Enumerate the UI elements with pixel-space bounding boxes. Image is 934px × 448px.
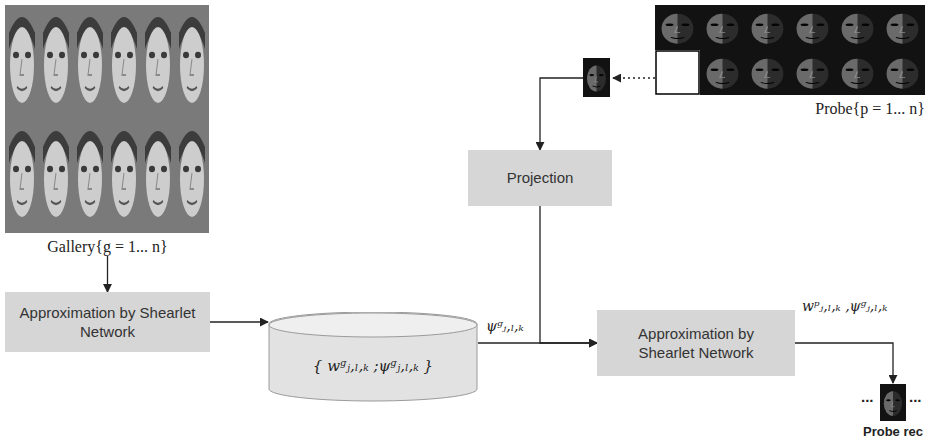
- connector-line: [613, 77, 655, 78]
- database-label: { wᵍⱼ,ₗ,ₖ ;ψᵍⱼ,ₗ,ₖ }: [313, 357, 433, 375]
- gallery-faces: [5, 5, 209, 233]
- connector-line: [107, 256, 108, 292]
- process-box: Approximation by Shearlet Network: [597, 310, 795, 376]
- selected-probe-face: [583, 58, 610, 97]
- flow-arrow: [795, 343, 893, 383]
- image-label: Gallery{g = 1... n}: [5, 238, 210, 256]
- box-label: Projection: [507, 168, 574, 188]
- probe-faces: [655, 5, 925, 95]
- image-label: Probe rec: [858, 424, 928, 439]
- process-box: Projection: [468, 150, 612, 206]
- probe-image: Probe{p = 1... n}: [655, 5, 925, 118]
- ellipsis-mark: ...: [909, 388, 922, 405]
- box-label: Approximation by Shearlet Network: [17, 303, 198, 342]
- flow-arrow: [540, 206, 597, 343]
- coefficient-label: ψᵍⱼ,ₗ,ₖ: [484, 318, 526, 334]
- connector-line: [540, 206, 597, 343]
- gallery-image: Gallery{g = 1... n}: [5, 5, 210, 256]
- flow-arrow: [210, 322, 268, 323]
- flow-arrow: [540, 78, 655, 150]
- database-cylinder: { wᵍⱼ,ₗ,ₖ ;ψᵍⱼ,ₗ,ₖ }: [268, 312, 478, 402]
- coefficient-label: wᵖⱼ,ₗ,ₖ ,ψᵍⱼ,ₗ,ₖ: [800, 298, 889, 314]
- box-label: Approximation by Shearlet Network: [609, 324, 783, 363]
- flow-arrow: [107, 256, 108, 292]
- reconstructed-face-image: [880, 384, 906, 421]
- connector-line: [540, 78, 583, 150]
- connector-line: [210, 321, 268, 322]
- image-label: Probe{p = 1... n}: [655, 100, 925, 118]
- process-box: Approximation by Shearlet Network: [5, 292, 210, 352]
- connector-line: [795, 343, 893, 383]
- ellipsis-mark: ...: [861, 388, 874, 405]
